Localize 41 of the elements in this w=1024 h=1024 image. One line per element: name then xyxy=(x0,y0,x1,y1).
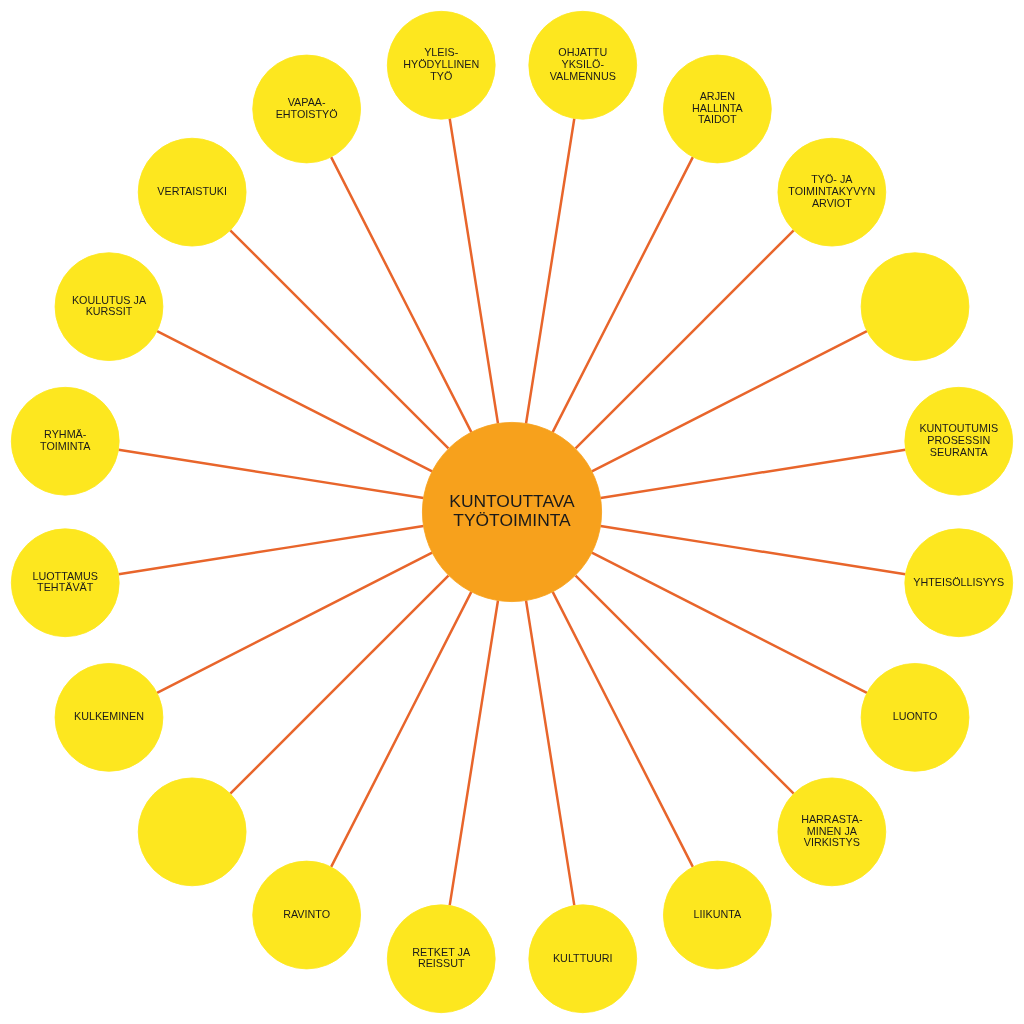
connector xyxy=(229,229,450,450)
node-circle: RAVINTO xyxy=(252,860,361,970)
connector xyxy=(229,574,450,795)
connector xyxy=(600,448,906,500)
node-circle: KULTTUURI xyxy=(528,904,638,1014)
node-circle: HARRASTA- MINEN JA VIRKISTYS xyxy=(777,777,887,887)
node-circle: YHTEISÖLLISYYS xyxy=(904,528,1014,638)
connector xyxy=(551,156,694,433)
connector xyxy=(448,600,500,906)
connector xyxy=(591,330,868,473)
node-circle xyxy=(860,252,970,361)
node-circle: OHJATTU YKSILÖ- VALMENNUS xyxy=(528,10,638,120)
node-circle: YLEIS- HYÖDYLLINEN TYÖ xyxy=(386,10,496,120)
connector xyxy=(118,524,424,576)
connector xyxy=(574,574,795,795)
node-circle xyxy=(137,777,247,887)
node-circle: LUONTO xyxy=(860,663,970,772)
connector xyxy=(591,551,868,694)
connector xyxy=(330,591,473,868)
connector xyxy=(156,551,433,694)
connector xyxy=(551,591,694,868)
connector xyxy=(118,448,424,500)
node-circle: KOULUTUS JA KURSSIT xyxy=(54,252,164,361)
node-circle: ARJEN HALLINTA TAIDOT xyxy=(663,54,772,164)
node-circle: VERTAISTUKI xyxy=(137,137,247,247)
node-circle: LIIKUNTA xyxy=(663,860,772,970)
node-circle: RETKET JA REISSUT xyxy=(386,904,496,1014)
connector xyxy=(156,330,433,473)
connector xyxy=(600,524,906,576)
connector xyxy=(448,118,500,424)
connector xyxy=(574,229,795,450)
node-circle: RYHMÄ- TOIMINTA xyxy=(10,386,120,496)
node-circle: TYÖ- JA TOIMINTAKYVYN ARVIOT xyxy=(777,137,887,247)
node-circle: VAPAA- EHTOISTYÖ xyxy=(252,54,361,164)
node-circle: KULKEMINEN xyxy=(54,663,164,772)
node-circle: KUNTOUTTAVA TYÖTOIMINTA xyxy=(422,422,602,602)
connector xyxy=(524,600,576,906)
connector xyxy=(330,156,473,433)
node-circle: KUNTOUTUMIS PROSESSIN SEURANTA xyxy=(904,386,1014,496)
node-circle: LUOTTAMUS TEHTÄVÄT xyxy=(10,528,120,638)
connector xyxy=(524,118,576,424)
